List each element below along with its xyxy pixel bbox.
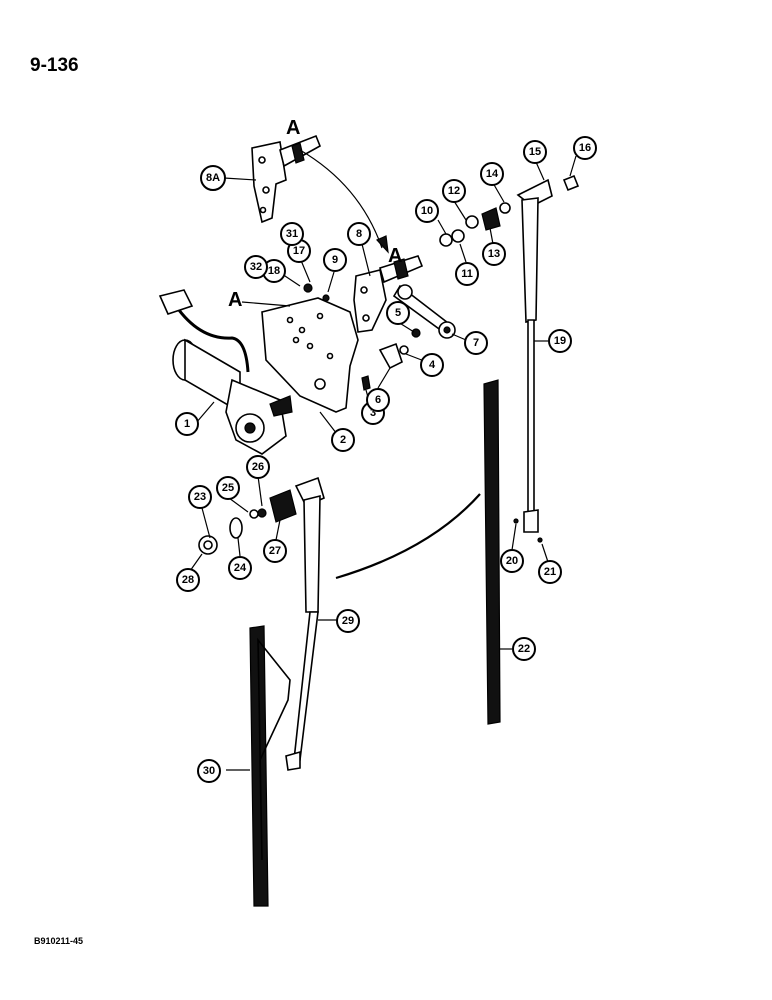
pivot-part	[378, 342, 403, 370]
callout-10: 10	[415, 199, 439, 223]
svg-text:15: 15	[529, 146, 541, 158]
reference-letter-a: A	[286, 117, 300, 139]
mounting-plate-part	[261, 297, 359, 413]
callout-32: 32	[244, 255, 268, 279]
svg-text:28: 28	[182, 574, 194, 586]
callout-5: 5	[386, 301, 410, 325]
svg-text:25: 25	[222, 482, 234, 494]
svg-text:16: 16	[579, 142, 591, 154]
callout-6: 6	[366, 388, 390, 412]
callout-30: 30	[197, 759, 221, 783]
svg-text:20: 20	[506, 555, 518, 567]
callout-4: 4	[420, 353, 444, 377]
svg-text:3: 3	[370, 407, 376, 419]
callout-9: 9	[323, 248, 347, 272]
bracket-8a-part	[251, 134, 322, 224]
callout-16: 16	[573, 136, 597, 160]
svg-text:12: 12	[448, 185, 460, 197]
callout-27: 27	[263, 539, 287, 563]
callout-7: 7	[464, 331, 488, 355]
svg-text:4: 4	[429, 359, 436, 371]
callout-20: 20	[500, 549, 524, 573]
svg-text:11: 11	[461, 268, 473, 280]
callout-2: 2	[331, 428, 355, 452]
washer-part	[439, 233, 453, 247]
callout-11: 11	[455, 262, 479, 286]
reference-letter-a: A	[228, 289, 242, 311]
svg-text:2: 2	[340, 434, 346, 446]
wiper-motor-part	[172, 338, 293, 455]
svg-text:29: 29	[342, 615, 354, 627]
callout-28: 28	[176, 568, 200, 592]
callout-8a: 8A	[200, 165, 226, 191]
callout-23: 23	[188, 485, 212, 509]
callout-14: 14	[480, 162, 504, 186]
wiper-arm-left-part	[285, 476, 325, 771]
screw-part	[361, 375, 371, 391]
callout-22: 22	[512, 637, 536, 661]
svg-text:5: 5	[395, 307, 401, 319]
reference-letter-a: A	[388, 245, 402, 267]
bracket-8-part	[353, 255, 424, 333]
svg-text:21: 21	[544, 566, 556, 578]
svg-text:22: 22	[518, 643, 530, 655]
callout-19: 19	[548, 329, 572, 353]
callout-24: 24	[228, 556, 252, 580]
svg-text:8: 8	[356, 228, 362, 240]
callout-25: 25	[216, 476, 240, 500]
svg-text:7: 7	[473, 337, 479, 349]
svg-text:27: 27	[269, 545, 281, 557]
svg-text:17: 17	[293, 245, 305, 257]
svg-text:31: 31	[286, 228, 298, 240]
callout-29: 29	[336, 609, 360, 633]
svg-text:6: 6	[375, 394, 381, 406]
svg-text:8A: 8A	[206, 172, 220, 184]
figure-code: B910211-45	[34, 936, 84, 946]
wiper-blade-right-part	[483, 379, 501, 725]
callout-1: 1	[175, 412, 199, 436]
page-number: 9-136	[30, 55, 79, 76]
callout-26: 26	[246, 455, 270, 479]
svg-text:9: 9	[332, 254, 338, 266]
svg-text:13: 13	[488, 248, 500, 260]
callout-13: 13	[482, 242, 506, 266]
wiper-blade-left-part	[249, 625, 291, 907]
callout-31: 31	[280, 222, 304, 246]
linkage-arm-part	[392, 284, 456, 339]
callout-15: 15	[523, 140, 547, 164]
svg-text:30: 30	[203, 765, 215, 777]
svg-text:26: 26	[252, 461, 264, 473]
svg-text:23: 23	[194, 491, 206, 503]
svg-text:10: 10	[421, 205, 433, 217]
svg-text:18: 18	[268, 265, 280, 277]
svg-text:14: 14	[486, 168, 499, 180]
svg-text:32: 32	[250, 261, 262, 273]
wiper-arm-right-part	[516, 178, 553, 533]
svg-text:1: 1	[184, 418, 190, 430]
svg-text:24: 24	[234, 562, 247, 574]
callout-21: 21	[538, 560, 562, 584]
callout-12: 12	[442, 179, 466, 203]
callout-8: 8	[347, 222, 371, 246]
svg-text:19: 19	[554, 335, 566, 347]
